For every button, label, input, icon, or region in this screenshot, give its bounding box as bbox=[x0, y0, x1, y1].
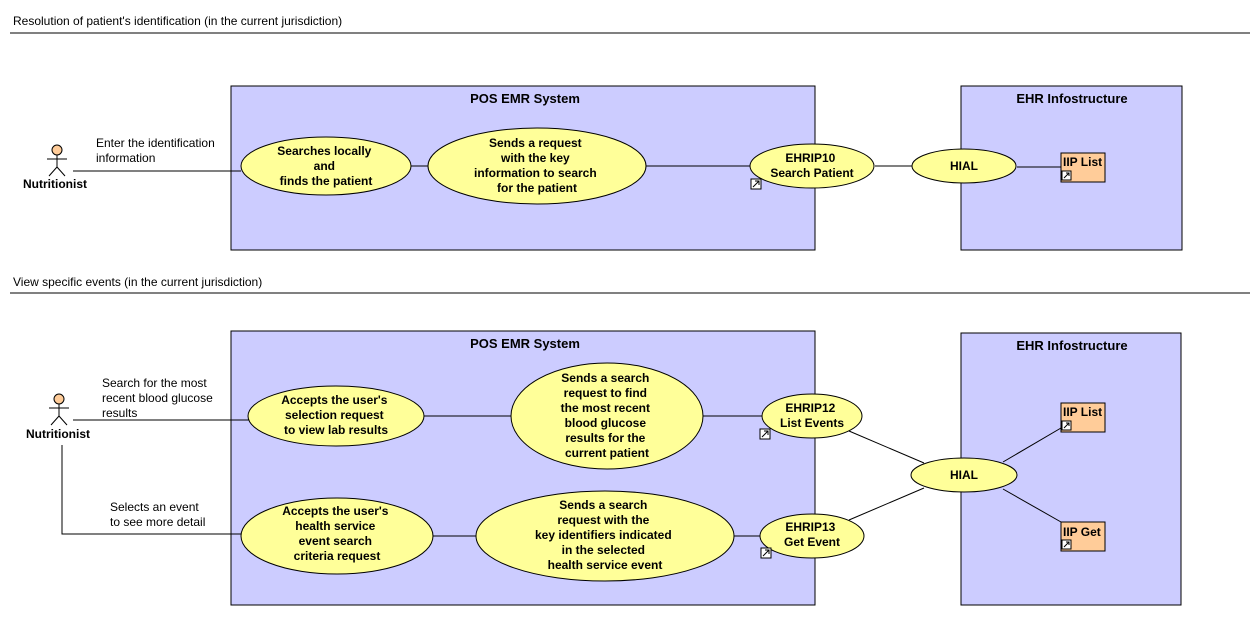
usecase-send-request[interactable]: Sends a request with the key information… bbox=[427, 127, 647, 205]
nutritionist-actor-1[interactable] bbox=[47, 144, 67, 177]
connector-hial-to-iipget bbox=[1002, 488, 1062, 523]
usecase-hial-1[interactable]: HIAL bbox=[911, 148, 1017, 184]
actor-connector-bottom bbox=[61, 445, 241, 535]
usecase-ehrip13-get-event[interactable]: EHRIP13 Get Event bbox=[759, 513, 865, 559]
ehr-infostructure-title-1: EHR Infostructure bbox=[1016, 91, 1127, 106]
actor-head-icon bbox=[53, 393, 65, 405]
usecase-accept-selection[interactable]: Accepts the user's selection request to … bbox=[247, 385, 425, 447]
actor-label-1: Nutritionist bbox=[23, 177, 87, 191]
actor-note-bottom: Selects an event to see more detail bbox=[110, 500, 205, 529]
connector-ehrip12-to-hial bbox=[848, 430, 925, 464]
svg-text:Sends a search request t: Sends a search request to find the most … bbox=[561, 371, 654, 460]
usecase-accept-criteria[interactable]: Accepts the user's health service event … bbox=[240, 497, 434, 575]
svg-text:HIAL: HIAL bbox=[950, 468, 978, 482]
svg-text:Sends a search request w: Sends a search request with the key iden… bbox=[535, 498, 675, 572]
link-icon[interactable] bbox=[1061, 420, 1072, 431]
connector-hial-to-iiplist-2 bbox=[1002, 427, 1062, 463]
link-icon[interactable] bbox=[1061, 539, 1072, 550]
svg-text:HIAL: HIAL bbox=[950, 159, 978, 173]
actor-head-icon bbox=[51, 144, 63, 156]
link-icon[interactable] bbox=[760, 547, 772, 559]
svg-text:IIP Get: IIP Get bbox=[1063, 525, 1101, 539]
svg-text:EHRIP12 List Events: EHRIP12 List Events bbox=[780, 401, 844, 430]
nutritionist-actor-2[interactable] bbox=[49, 393, 69, 426]
svg-text:EHRIP13 Get Event: EHRIP13 Get Event bbox=[784, 520, 840, 549]
section2-title: View specific events (in the current jur… bbox=[13, 275, 262, 289]
link-icon[interactable] bbox=[1061, 170, 1072, 181]
usecase-send-search-lab[interactable]: Sends a search request to find the most … bbox=[510, 362, 704, 470]
ehr-infostructure-title-2: EHR Infostructure bbox=[1016, 338, 1127, 353]
svg-text:EHRIP10 Search Patient: EHRIP10 Search Patient bbox=[770, 151, 853, 180]
usecase-ehrip12-list-events[interactable]: EHRIP12 List Events bbox=[761, 393, 863, 439]
svg-text:IIP List: IIP List bbox=[1063, 155, 1102, 169]
usecase-send-search-event[interactable]: Sends a search request with the key iden… bbox=[475, 490, 735, 582]
svg-text:Accepts the user's healt: Accepts the user's health service event … bbox=[282, 504, 392, 563]
svg-text:IIP List: IIP List bbox=[1063, 405, 1102, 419]
pos-emr-system-title-2: POS EMR System bbox=[470, 336, 580, 351]
pos-emr-system-title-1: POS EMR System bbox=[470, 91, 580, 106]
actor-note-top: Search for the most recent blood glucose… bbox=[102, 376, 216, 420]
usecase-search-locally[interactable]: Searches locally and finds the patient bbox=[240, 136, 412, 196]
svg-text:Searches locally and: Searches locally and finds the patient bbox=[277, 144, 374, 188]
svg-text:Sends a request with the: Sends a request with the key information… bbox=[474, 136, 600, 195]
link-icon[interactable] bbox=[750, 178, 762, 190]
link-icon[interactable] bbox=[759, 428, 771, 440]
usecase-hial-2[interactable]: HIAL bbox=[910, 457, 1018, 493]
usecase-ehrip10-search-patient[interactable]: EHRIP10 Search Patient bbox=[749, 143, 875, 189]
svg-text:Accepts the user's selec: Accepts the user's selection request to … bbox=[281, 393, 391, 437]
section1-title: Resolution of patient's identification (… bbox=[13, 14, 342, 28]
actor-label-2: Nutritionist bbox=[26, 427, 90, 441]
actor-note-1: Enter the identification information bbox=[96, 136, 218, 165]
connector-ehrip13-to-hial bbox=[848, 487, 925, 521]
